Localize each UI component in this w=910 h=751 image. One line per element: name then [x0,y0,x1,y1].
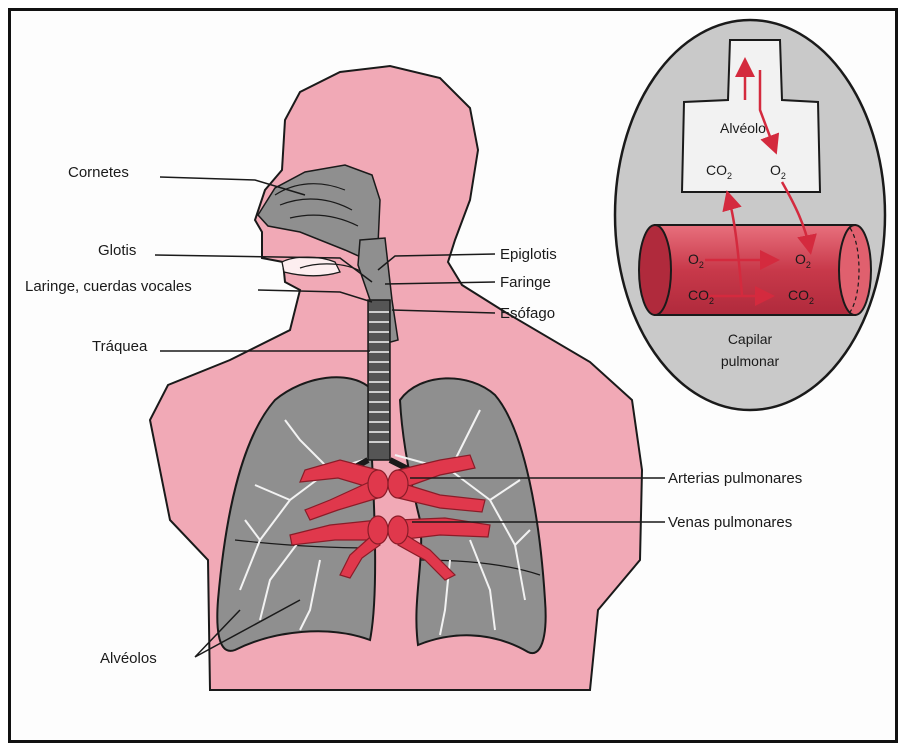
inset-label-alveolo: Alvéolo [720,120,766,136]
label-esofago: Esófago [500,305,555,322]
inset-label-pulmonar: pulmonar [721,353,780,369]
label-alveolos: Alvéolos [100,650,157,667]
label-traquea: Tráquea [92,338,148,355]
label-arterias: Arterias pulmonares [668,470,802,487]
gas-exchange-inset: Alvéolo CO2 O2 O2 O2 CO2 CO2 Capilar pul… [615,20,885,410]
label-venas: Venas pulmonares [668,514,792,531]
label-laringe: Laringe, cuerdas vocales [25,278,192,295]
label-epiglotis: Epiglotis [500,246,557,263]
label-glotis: Glotis [98,242,136,259]
inset-label-capilar: Capilar [728,331,773,347]
label-faringe: Faringe [500,274,551,291]
label-cornetes: Cornetes [68,164,129,181]
